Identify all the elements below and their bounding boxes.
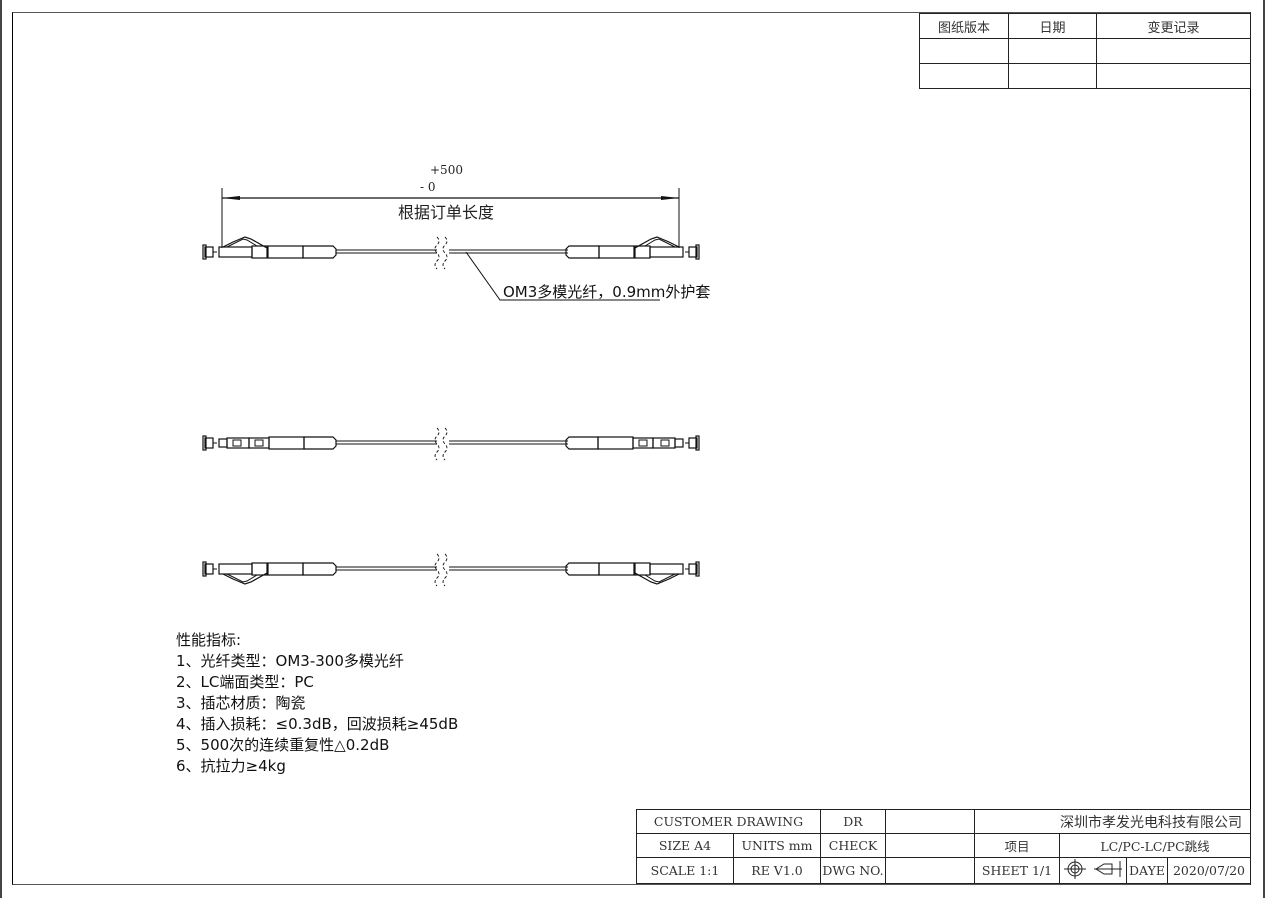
dr-value bbox=[885, 809, 975, 834]
size-label: SIZE A4 bbox=[636, 833, 734, 858]
project-value: LC/PC-LC/PC跳线 bbox=[1059, 833, 1251, 858]
lc-connector-right bbox=[565, 561, 700, 585]
units-label: UNITS mm bbox=[733, 833, 821, 858]
revision-cell bbox=[1008, 38, 1097, 64]
length-label: 根据订单长度 bbox=[398, 203, 494, 222]
company-name: 深圳市孝发光电科技有限公司 bbox=[974, 809, 1251, 834]
tolerance-minus: - 0 bbox=[420, 180, 436, 194]
projection-symbol bbox=[1059, 857, 1127, 884]
tolerance-plus: +500 bbox=[430, 163, 463, 177]
cable-view-latch-up: OM3多模光纤，0.9mm外护套 bbox=[202, 236, 710, 301]
customer-drawing-label: CUSTOMER DRAWING bbox=[636, 809, 821, 834]
third-angle-projection-icon bbox=[1064, 859, 1122, 879]
dr-label: DR bbox=[820, 809, 886, 834]
break-mark bbox=[434, 427, 448, 461]
break-mark bbox=[434, 236, 448, 270]
check-value bbox=[885, 833, 975, 858]
title-block-row-1: CUSTOMER DRAWING DR 深圳市孝发光电科技有限公司 bbox=[636, 809, 1251, 834]
lc-connector-right bbox=[565, 435, 700, 451]
length-dimension: +500 - 0 根据订单长度 bbox=[221, 163, 680, 248]
revision-header-date: 日期 bbox=[1008, 13, 1097, 39]
lc-connector-left bbox=[202, 561, 337, 585]
dwg-no-value bbox=[885, 857, 975, 884]
title-block: CUSTOMER DRAWING DR 深圳市孝发光电科技有限公司 SIZE A… bbox=[636, 809, 1251, 884]
spec-item: 3、插芯材质：陶瓷 bbox=[176, 694, 306, 712]
fiber-callout: OM3多模光纤，0.9mm外护套 bbox=[503, 283, 710, 301]
spec-item: 2、LC端面类型：PC bbox=[176, 673, 314, 691]
check-label: CHECK bbox=[820, 833, 886, 858]
drawing-frame bbox=[12, 12, 1251, 885]
revision-cell bbox=[1096, 63, 1251, 89]
spec-item: 6、抗拉力≥4kg bbox=[176, 757, 286, 775]
cable-view-top bbox=[202, 427, 700, 461]
revision-table: 图纸版本 日期 变更记录 bbox=[919, 13, 1251, 89]
date-value: 2020/07/20 bbox=[1167, 857, 1251, 884]
specs-title: 性能指标: bbox=[176, 631, 242, 649]
spec-item: 5、500次的连续重复性△0.2dB bbox=[176, 736, 390, 754]
spec-item: 4、插入损耗：≤0.3dB，回波损耗≥45dB bbox=[176, 715, 459, 733]
revision-row bbox=[919, 63, 1251, 89]
revision-cell bbox=[919, 38, 1009, 64]
performance-specs: 性能指标: 1、光纤类型：OM3-300多模光纤 2、LC端面类型：PC 3、插… bbox=[176, 630, 458, 777]
revision-header-version: 图纸版本 bbox=[919, 13, 1009, 39]
project-label: 项目 bbox=[974, 833, 1060, 858]
lc-connector-left bbox=[202, 435, 337, 451]
sheet-edge-left bbox=[0, 0, 2, 898]
date-label: DAYE bbox=[1126, 857, 1168, 884]
title-block-row-3: SCALE 1:1 RE V1.0 DWG NO. SHEET 1/1 DAYE… bbox=[636, 857, 1251, 884]
title-block-row-2: SIZE A4 UNITS mm CHECK 项目 LC/PC-LC/PC跳线 bbox=[636, 833, 1251, 858]
spec-item: 1、光纤类型：OM3-300多模光纤 bbox=[176, 652, 404, 670]
dwg-no-label: DWG NO. bbox=[820, 857, 886, 884]
lc-connector-left bbox=[202, 236, 337, 260]
scale-label: SCALE 1:1 bbox=[636, 857, 734, 884]
revision-row bbox=[919, 38, 1251, 64]
revision-label: RE V1.0 bbox=[733, 857, 821, 884]
sheet-label: SHEET 1/1 bbox=[974, 857, 1060, 884]
revision-header-row: 图纸版本 日期 变更记录 bbox=[919, 13, 1251, 39]
break-mark bbox=[434, 553, 448, 587]
cable-view-latch-down bbox=[202, 553, 700, 587]
sheet-edge-right bbox=[1263, 0, 1265, 898]
